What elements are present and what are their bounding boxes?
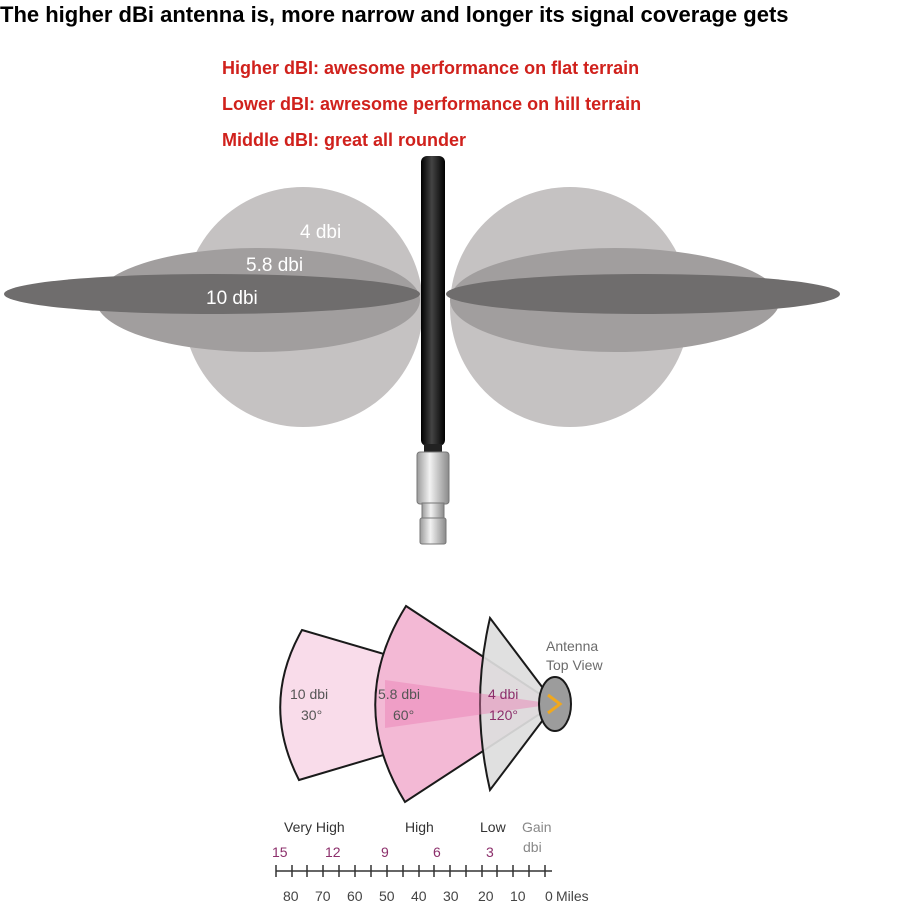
beam-core xyxy=(385,680,555,728)
gain-low: Low xyxy=(480,819,507,835)
sector-10dbi-angle: 30° xyxy=(301,707,322,723)
mile-tick-80: 80 xyxy=(283,888,299,904)
top-view-title-line1: Antenna xyxy=(546,638,598,654)
mile-tick-70: 70 xyxy=(315,888,331,904)
label-10dbi: 10 dbi xyxy=(206,288,258,309)
gain-label: Gain xyxy=(522,819,552,835)
direction-pointer-icon xyxy=(547,693,563,715)
mile-tick-60: 60 xyxy=(347,888,363,904)
note-middle-dbi: Middle dBI: great all rounder xyxy=(222,130,467,150)
note-lower-dbi: Lower dBI: awresome performance on hill … xyxy=(222,94,642,114)
sector-4dbi-gain: 4 dbi xyxy=(488,686,518,702)
antenna-top-icon xyxy=(538,676,572,732)
note-higher-dbi: Higher dBI: awesome performance on flat … xyxy=(222,58,640,78)
mile-tick-10: 10 xyxy=(510,888,526,904)
scale-tick-marks xyxy=(275,865,546,877)
lobe-10dbi-left xyxy=(4,274,420,314)
gain-very-high: Very High xyxy=(284,819,345,835)
gain-high: High xyxy=(405,819,434,835)
lobe-10dbi-right xyxy=(446,274,840,314)
sector-5-8dbi-angle: 60° xyxy=(393,707,414,723)
dbi-tick-9: 9 xyxy=(381,844,389,860)
top-view-diagram xyxy=(279,604,572,804)
dbi-tick-6: 6 xyxy=(433,844,441,860)
sector-4dbi xyxy=(479,615,557,793)
dbi-tick-15: 15 xyxy=(272,844,288,860)
sector-10dbi-gain: 10 dbi xyxy=(290,686,328,702)
label-4dbi: 4 dbi xyxy=(300,222,341,243)
dbi-tick-3: 3 xyxy=(486,844,494,860)
sector-5-8dbi xyxy=(374,604,557,804)
headline: The higher dBi antenna is, more narrow a… xyxy=(0,2,789,27)
gain-scale: Very High High Low Gain dbi 15 12 9 6 3 xyxy=(272,819,589,904)
sector-5-8dbi-gain: 5.8 dbi xyxy=(378,686,420,702)
mile-tick-50: 50 xyxy=(379,888,395,904)
mile-unit: Miles xyxy=(556,888,589,904)
gain-unit: dbi xyxy=(523,839,542,855)
top-view-title-line2: Top View xyxy=(546,657,603,673)
label-5-8dbi: 5.8 dbi xyxy=(246,255,303,276)
antenna-icon xyxy=(416,156,450,545)
mile-tick-40: 40 xyxy=(411,888,427,904)
mile-tick-30: 30 xyxy=(443,888,459,904)
mile-tick-0: 0 xyxy=(545,888,553,904)
mile-tick-20: 20 xyxy=(478,888,494,904)
dbi-tick-12: 12 xyxy=(325,844,341,860)
sector-4dbi-angle: 120° xyxy=(489,707,518,723)
